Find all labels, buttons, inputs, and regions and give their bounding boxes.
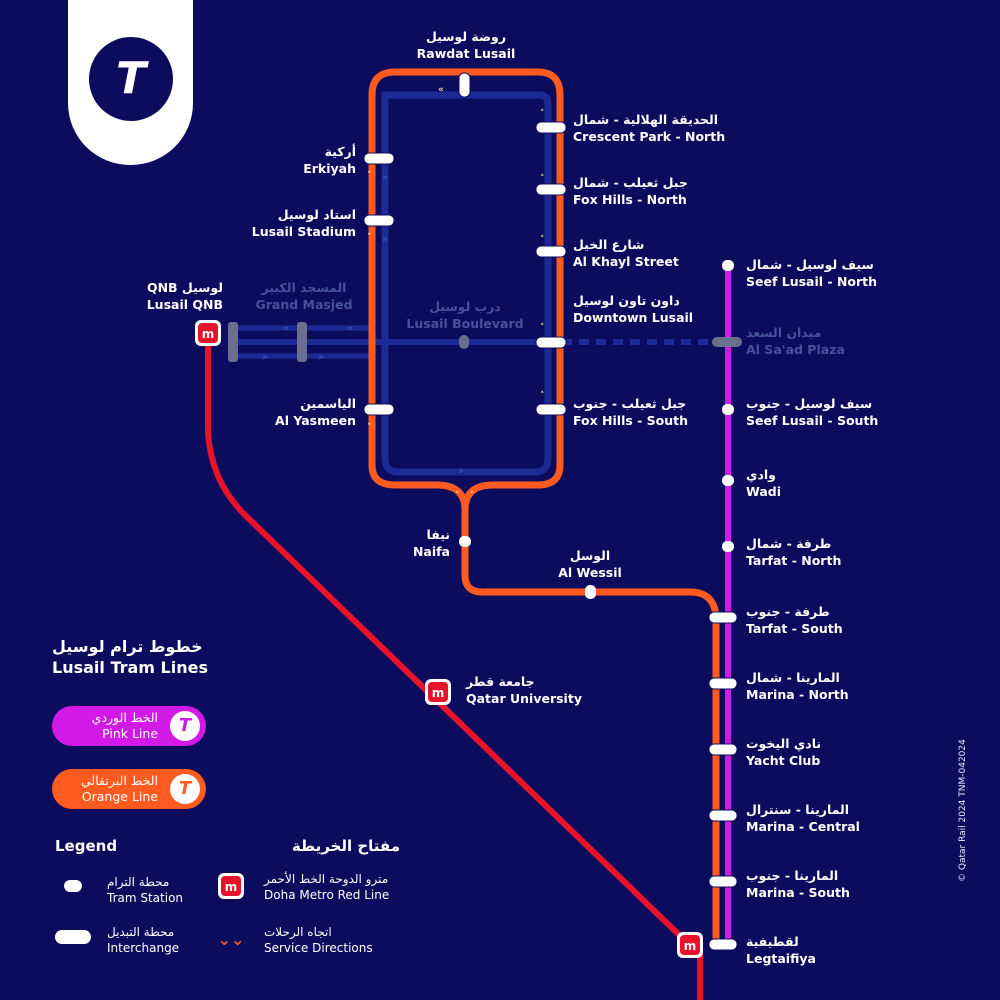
svg-text:»: » — [262, 352, 268, 363]
svg-text:˄: ˄ — [540, 174, 545, 184]
blue-loop-track — [381, 91, 552, 476]
svg-text:«: « — [283, 323, 289, 334]
svg-text:˅: ˅ — [367, 171, 372, 181]
svg-text:˄: ˄ — [540, 235, 545, 245]
future-stop-markers — [228, 322, 742, 362]
svg-text:˄: ˄ — [470, 491, 475, 501]
svg-text:«: « — [438, 85, 444, 95]
lines-panel-title: خطوط ترام لوسيل Lusail Tram Lines — [52, 637, 208, 677]
orange-line-pill: الخط البرتقالي Orange Line T — [52, 769, 206, 809]
interchange-markers — [363, 72, 738, 951]
svg-text:»: » — [318, 352, 324, 363]
svg-text:˅: ˅ — [367, 233, 372, 243]
direction-chevrons: « ˄ ˄ ˄ ˄ ˄ ˅ ˅ ˅ ˄ ˄ — [367, 85, 545, 501]
tram-station-markers — [459, 260, 734, 599]
svg-text:»: » — [458, 466, 464, 477]
orange-line — [368, 68, 720, 945]
svg-text:»: » — [382, 172, 388, 183]
orange-tram-icon: T — [170, 774, 200, 804]
svg-text:«: « — [347, 323, 353, 334]
svg-text:m: m — [225, 880, 238, 894]
svg-text:˄: ˄ — [455, 491, 460, 501]
svg-text:˅: ˅ — [367, 423, 372, 433]
legend-title-ar: مفتاح الخريطة — [291, 837, 400, 855]
legend-symbols: m ⌄⌄ — [55, 873, 244, 949]
svg-text:⌄⌄: ⌄⌄ — [218, 930, 245, 949]
svg-text:m: m — [432, 686, 445, 700]
metro-station-icons: m m m — [195, 320, 703, 958]
orange-line-label: الخط البرتقالي Orange Line — [81, 773, 158, 804]
blue-chevrons: « « » » » » » — [262, 172, 464, 477]
pink-line-pill: الخط الوردي Pink Line T — [52, 706, 206, 746]
pink-line-label: الخط الوردي Pink Line — [91, 710, 158, 741]
pink-tram-icon: T — [170, 711, 200, 741]
svg-text:m: m — [202, 327, 215, 341]
svg-text:m: m — [684, 939, 697, 953]
legend-title-en: Legend — [55, 837, 118, 855]
svg-text:»: » — [382, 234, 388, 245]
svg-text:˄: ˄ — [540, 391, 545, 401]
copyright: © Qatar Rail 2024 TNM-042024 — [958, 739, 968, 882]
svg-text:˄: ˄ — [540, 109, 545, 119]
metro-red-line — [205, 345, 703, 1000]
orange-line-west — [368, 95, 469, 511]
svg-text:˄: ˄ — [540, 323, 545, 333]
tram-logo-icon: T — [89, 37, 173, 121]
